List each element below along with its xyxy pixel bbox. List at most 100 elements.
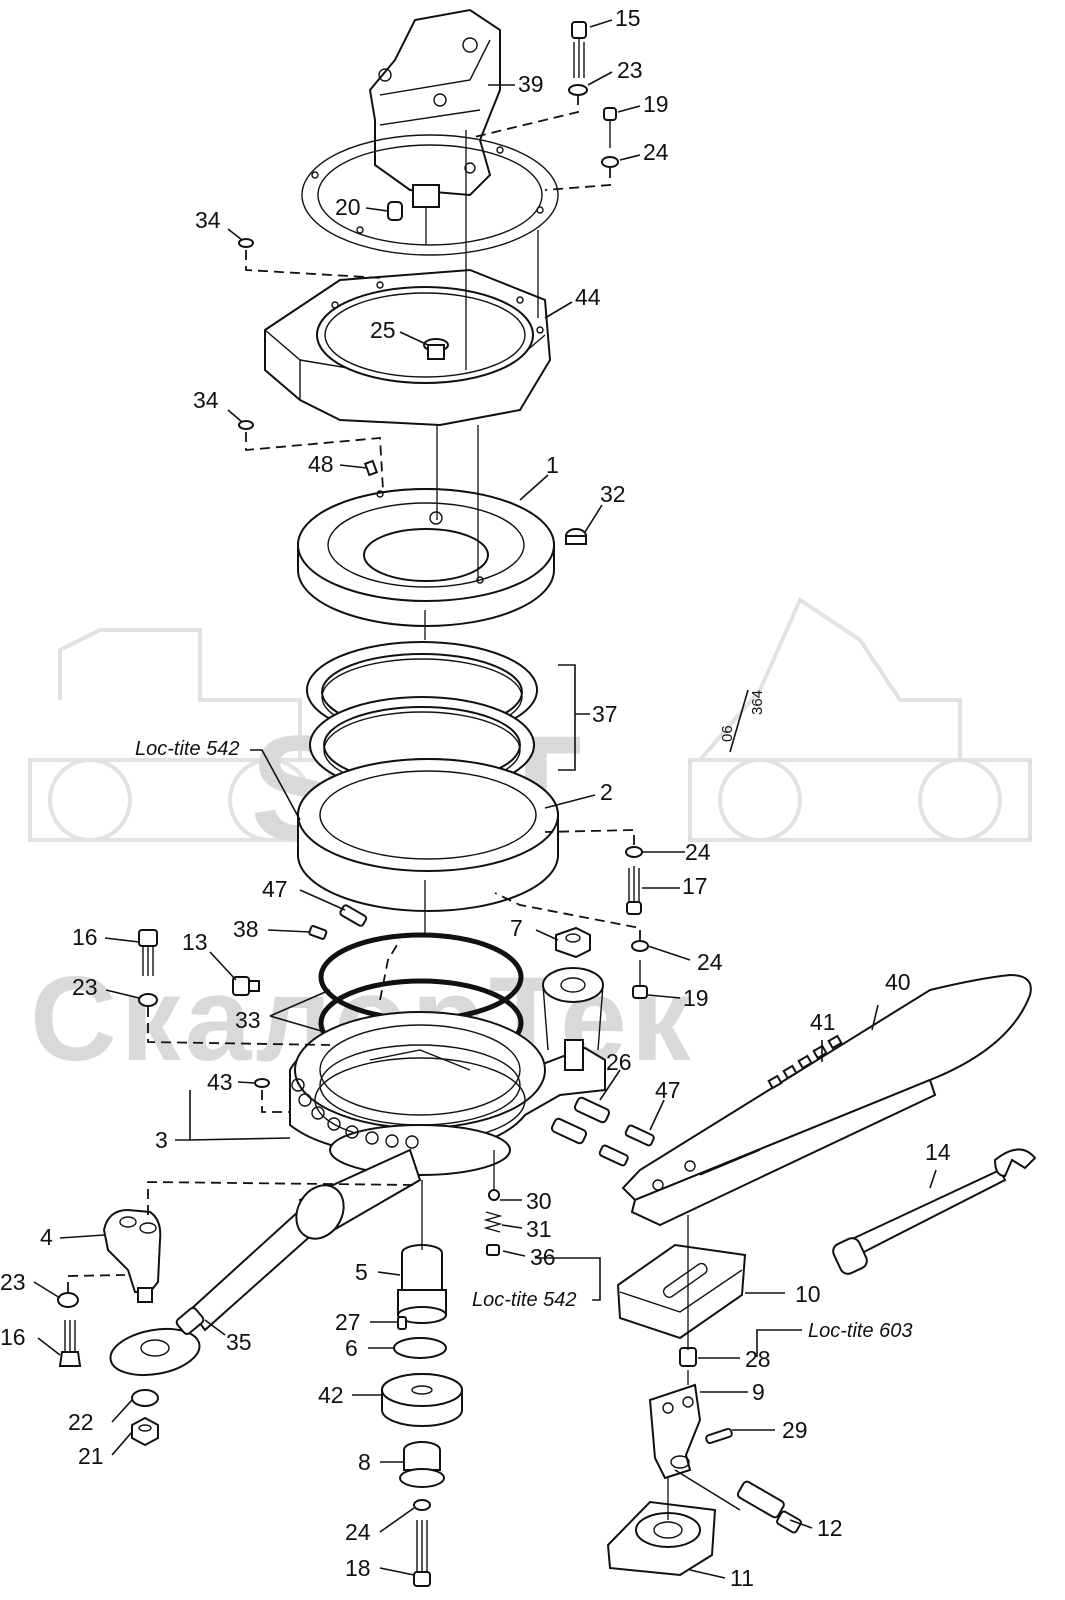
part-36-set-screw [486, 1244, 500, 1256]
note-loctite-542-bottom: Loc-tite 542 [472, 1289, 577, 1311]
assembly-axes [421, 130, 689, 1520]
note-loctite-542-top: Loc-tite 542 [135, 738, 240, 760]
callout-34-top: 34 [195, 207, 221, 233]
callout-10: 10 [795, 1281, 821, 1307]
drawing-code: 06 364 [719, 689, 766, 753]
part-16-screw-left-top [138, 929, 158, 976]
callout-39: 39 [518, 71, 544, 97]
part-11-base-plate [606, 1500, 717, 1577]
part-24-washer-top [601, 156, 619, 168]
callout-28: 28 [745, 1346, 771, 1372]
part-19-screw-top [603, 107, 617, 148]
part-8-hub [399, 1441, 445, 1488]
part-43-oring [254, 1078, 270, 1088]
part-26-pins [550, 1096, 611, 1145]
part-47-pin-top [339, 904, 368, 927]
part-20-key [387, 201, 403, 221]
callout-37: 37 [592, 701, 618, 727]
part-3-chain-housing [289, 1011, 606, 1176]
watermark-excavator-right [688, 597, 1032, 842]
callout-33: 33 [235, 1007, 261, 1033]
callout-29: 29 [782, 1417, 808, 1443]
callout-11: 11 [730, 1565, 754, 1591]
callout-9: 9 [752, 1379, 765, 1405]
part-10-clamp-plate [616, 1243, 747, 1340]
callout-43: 43 [207, 1069, 233, 1095]
part-38-set-screw [308, 925, 328, 940]
callout-5: 5 [355, 1259, 368, 1285]
callout-15: 15 [615, 5, 641, 31]
part-42-sprocket [381, 1373, 463, 1427]
callout-24-top: 24 [643, 139, 669, 165]
callout-16-bottom-left: 16 [0, 1324, 26, 1350]
part-gasket-ring [301, 134, 559, 256]
callout-31: 31 [526, 1216, 552, 1242]
callout-44: 44 [575, 284, 601, 310]
callout-47-lower: 47 [655, 1077, 681, 1103]
part-23-washer-bottom-left [57, 1292, 79, 1308]
part-17-screw [626, 866, 642, 915]
leader-lines [33, 19, 937, 1579]
callout-48: 48 [308, 451, 334, 477]
part-14-wrench [832, 1148, 1037, 1275]
callout-4: 4 [40, 1224, 53, 1250]
callout-30: 30 [526, 1188, 552, 1214]
part-9-tensioner [648, 1383, 702, 1480]
part-15-screw [571, 21, 587, 78]
part-6-washer [393, 1337, 447, 1359]
part-24-washer-bottom [413, 1499, 431, 1511]
drawing-code-left: 06 [719, 725, 736, 742]
part-2-lower-ring [297, 758, 559, 912]
callout-19-top: 19 [643, 91, 669, 117]
callout-14: 14 [925, 1139, 951, 1165]
callout-38: 38 [233, 916, 259, 942]
part-24-washer-mid [625, 846, 643, 858]
part-21-nut [131, 1416, 159, 1447]
part-34-oring-lower [238, 420, 254, 430]
part-3-chain-rollers [291, 1078, 419, 1149]
part-5-drive-sleeve [397, 1244, 447, 1324]
part-39-hydraulic-motor [368, 8, 501, 245]
part-24-washer-lower [631, 940, 649, 952]
part-23-washer-left [138, 993, 158, 1007]
part-48-grease-nipple [363, 459, 379, 477]
part-18-screw [413, 1520, 431, 1587]
drawing-code-right: 364 [749, 690, 766, 715]
callout-32: 32 [600, 481, 626, 507]
part-25-plug [423, 338, 449, 360]
callout-6: 6 [345, 1335, 358, 1361]
part-29-pin [705, 1427, 733, 1445]
callout-36: 36 [530, 1244, 556, 1270]
callout-35: 35 [226, 1329, 252, 1355]
callout-24-mid: 24 [685, 839, 711, 865]
callout-27: 27 [335, 1309, 361, 1335]
part-28-bolt [679, 1347, 697, 1367]
watermark-tractor-left [28, 628, 332, 842]
callout-20: 20 [335, 194, 361, 220]
part-22-washer [131, 1389, 159, 1407]
callout-26: 26 [606, 1049, 632, 1075]
callout-21: 21 [78, 1443, 104, 1469]
part-44-mounting-flange [264, 268, 552, 427]
callout-34-lower: 34 [193, 387, 219, 413]
callout-47-top: 47 [262, 876, 288, 902]
callout-3: 3 [155, 1127, 168, 1153]
part-4-bracket [102, 1208, 162, 1303]
part-7-nut [555, 926, 591, 959]
part-1-top-ring [297, 488, 555, 627]
callout-22: 22 [68, 1409, 94, 1435]
callout-13: 13 [182, 929, 208, 955]
callout-24-bottom: 24 [345, 1519, 371, 1545]
callout-23-top: 23 [617, 57, 643, 83]
part-27-key [397, 1316, 407, 1330]
callout-42: 42 [318, 1382, 344, 1408]
part-12-adjuster [736, 1480, 802, 1534]
part-47-pins-lower [598, 1124, 655, 1167]
part-32-plug [565, 528, 587, 545]
callout-40: 40 [885, 969, 911, 995]
callout-8: 8 [358, 1449, 371, 1475]
part-16-screw-bottom-left [58, 1320, 82, 1367]
part-housing-boss [542, 967, 604, 1071]
part-35-cylinder [109, 1148, 422, 1377]
